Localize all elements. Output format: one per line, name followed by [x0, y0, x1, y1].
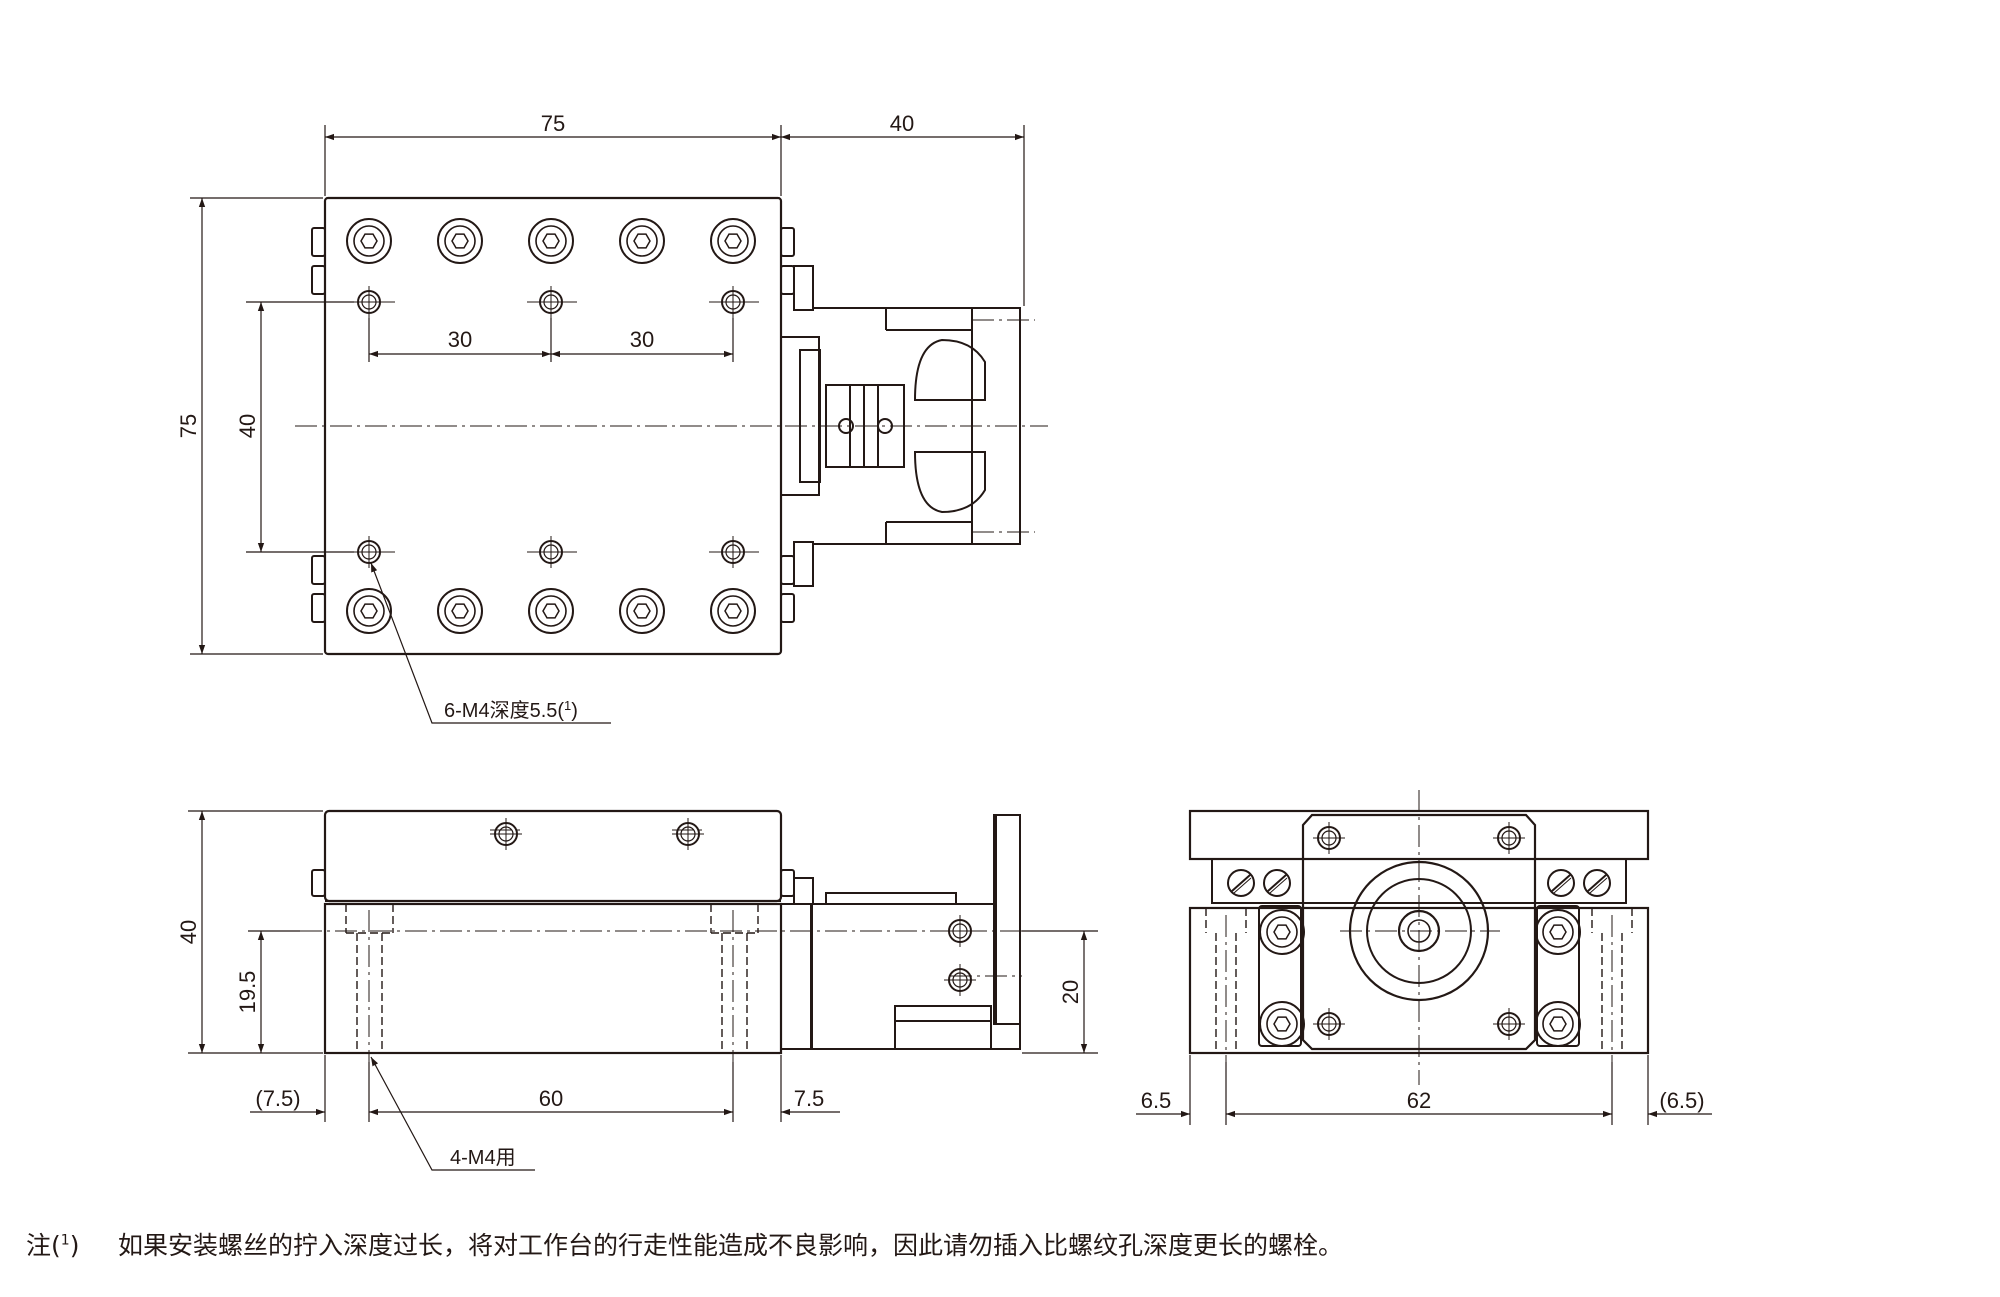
dim-top-width: 75 [541, 111, 565, 136]
cap-bolt-icon [437, 218, 483, 264]
cap-bolt-icon [346, 218, 392, 264]
stage-base-side [323, 902, 783, 1055]
end-dimensions [1136, 1055, 1712, 1125]
tapped-hole-icon [671, 817, 705, 851]
dim-side-right-offset: 7.5 [794, 1086, 825, 1111]
tapped-hole-icon [1312, 1007, 1346, 1041]
cap-bolt-icon [710, 218, 756, 264]
cap-bolt-icon [437, 588, 483, 634]
tapped-hole-icon [716, 285, 750, 319]
footnote: 注(1) 如果安装螺丝的拧入深度过长，将对工作台的行走性能造成不良影响，因此请勿插… [26, 1226, 1343, 1262]
tapped-hole-icon [943, 963, 977, 997]
centerlines-top [295, 301, 1048, 553]
tapped-hole-icon [352, 285, 386, 319]
tapped-hole-icon [534, 535, 568, 569]
top-view [295, 196, 1048, 656]
tapped-hole-icon [716, 535, 750, 569]
cap-bolt-icon [1259, 1001, 1305, 1047]
motor-bracket-top [780, 265, 1021, 587]
cap-bolt-icon [1535, 1001, 1581, 1047]
screw-icon [1227, 869, 1255, 897]
footnote-mark: 注(1) [26, 1231, 80, 1260]
dim-side-motor-height: 20 [1058, 980, 1083, 1004]
dim-side-mount-height: 19.5 [235, 971, 260, 1014]
tapped-hole-icon [1312, 821, 1346, 855]
tapped-hole-icon [489, 817, 523, 851]
dim-pitch-right: 30 [630, 327, 654, 352]
dim-end-pitch: 62 [1407, 1088, 1431, 1113]
cap-bolt-icon [528, 218, 574, 264]
motor-side [780, 814, 1021, 1050]
cap-bolt-icon [619, 588, 665, 634]
cap-bolt-icon [1535, 909, 1581, 955]
side-view [300, 809, 1098, 1062]
callout-top-holes: 6-M4深度5.5(1) [444, 698, 578, 722]
callout-side-mount: 4-M4用 [450, 1147, 516, 1169]
footnote-text: 如果安装螺丝的拧入深度过长，将对工作台的行走性能造成不良影响，因此请勿插入比螺纹… [118, 1231, 1344, 1260]
cap-bolt-icon [619, 218, 665, 264]
cap-bolt-icon [710, 588, 756, 634]
tapped-hole-icon [1492, 1007, 1526, 1041]
tapped-hole-icon [534, 285, 568, 319]
dim-top-motor: 40 [890, 111, 914, 136]
dim-side-left-offset: (7.5) [255, 1086, 300, 1111]
screw-icon [1263, 869, 1291, 897]
screw-icon [1583, 869, 1611, 897]
dim-side-height: 40 [176, 920, 201, 944]
dim-top-height: 75 [176, 414, 201, 438]
motor-flange-end [1301, 813, 1537, 1051]
dim-top-rows: 40 [235, 414, 260, 438]
screw-icon [1547, 869, 1575, 897]
dim-side-pitch: 60 [539, 1086, 563, 1111]
end-view [1188, 790, 1650, 1085]
tapped-hole-icon [943, 914, 977, 948]
tapped-hole-icon [1492, 821, 1526, 855]
side-dimensions [188, 810, 1098, 1171]
top-dimensions [190, 125, 1025, 724]
tapped-hole-icon [352, 535, 386, 569]
cap-bolt-icon [1259, 909, 1305, 955]
dim-end-right-offset: (6.5) [1659, 1088, 1704, 1113]
cap-bolt-icon [528, 588, 574, 634]
dim-end-left-offset: 6.5 [1141, 1088, 1172, 1113]
cap-bolt-icon [346, 588, 392, 634]
stage-table-side [323, 809, 783, 903]
dim-pitch-left: 30 [448, 327, 472, 352]
